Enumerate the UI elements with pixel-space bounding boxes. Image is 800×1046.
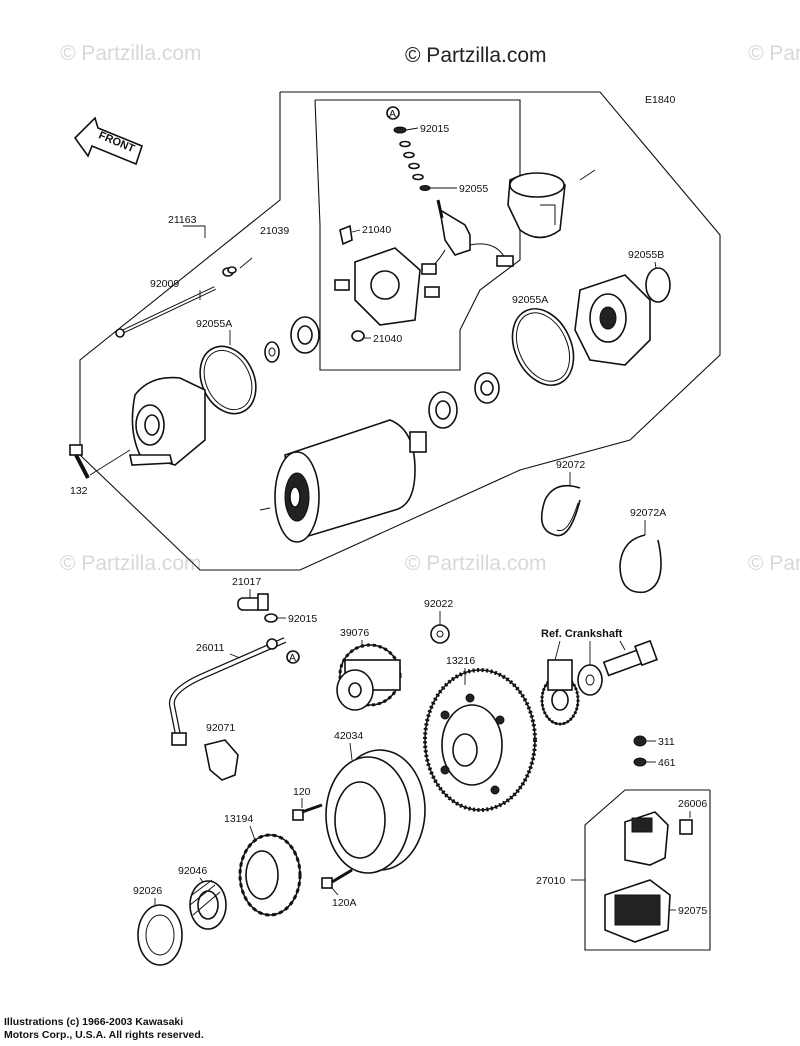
label-26011: 26011 xyxy=(196,642,225,654)
bearing-right xyxy=(474,372,500,404)
nut-21040-top xyxy=(339,224,353,246)
o-ring-92055b xyxy=(645,267,671,303)
label-92046: 92046 xyxy=(178,865,207,877)
o-ring-92055a-right xyxy=(511,308,575,386)
nut-311 xyxy=(633,735,647,747)
starter-relay-26006 xyxy=(624,811,693,866)
label-21017: 21017 xyxy=(232,576,261,588)
front-arrow-icon: FRONT xyxy=(73,116,143,166)
label-39076: 39076 xyxy=(340,627,369,639)
crankshaft-bolt xyxy=(602,639,658,677)
label-92055b: 92055B xyxy=(628,249,664,261)
starter-clutch-housing-42034 xyxy=(325,749,426,874)
diagram-code: E1840 xyxy=(645,94,676,106)
starter-assembly-outline xyxy=(79,91,721,571)
label-92072a: 92072A xyxy=(630,507,666,519)
copyright-line-1: Illustrations (c) 1966-2003 Kawasaki xyxy=(4,1016,184,1028)
crankshaft-gear xyxy=(540,659,580,726)
washer-461 xyxy=(633,757,647,767)
copyright-line-2: Motors Corp., U.S.A. All rights reserved… xyxy=(4,1029,204,1041)
small-washer-92009 xyxy=(222,266,237,277)
ref-a-marker-bottom: A xyxy=(286,650,300,664)
nut-92015 xyxy=(264,613,278,623)
ref-a-marker-top: A xyxy=(386,106,400,120)
label-27010: 27010 xyxy=(536,875,565,887)
label-21040-top: 21040 xyxy=(362,224,391,236)
label-92015-top: 92015 xyxy=(420,123,449,135)
label-311: 311 xyxy=(658,736,675,748)
rear-housing xyxy=(574,274,651,366)
bearing-mid xyxy=(428,391,458,429)
circlip-92072a xyxy=(619,534,662,594)
label-120a: 120A xyxy=(332,897,357,909)
label-92055a-right: 92055A xyxy=(512,294,548,306)
svg-text:A: A xyxy=(289,652,296,664)
watermark-top-left: © Partzilla.com xyxy=(60,42,202,65)
cap-92071 xyxy=(204,739,239,781)
label-21163: 21163 xyxy=(168,214,197,226)
end-cover-clip xyxy=(507,172,566,239)
svg-text:A: A xyxy=(389,108,396,120)
label-92022: 92022 xyxy=(424,598,453,610)
washer-left xyxy=(264,341,280,363)
label-92071: 92071 xyxy=(206,722,235,734)
relay-cover-92075 xyxy=(604,879,671,943)
label-21039: 21039 xyxy=(260,225,289,237)
label-92072: 92072 xyxy=(556,459,585,471)
label-92055a-left: 92055A xyxy=(196,318,232,330)
label-42034: 42034 xyxy=(334,730,363,742)
label-13216: 13216 xyxy=(446,655,475,667)
washer-92026 xyxy=(137,904,183,966)
terminal-21017 xyxy=(237,593,269,611)
o-ring-92055a-left xyxy=(199,345,257,415)
idle-gear-39076 xyxy=(336,643,402,711)
crankshaft-washer xyxy=(577,664,603,696)
starter-cable-26011 xyxy=(168,637,287,746)
watermark-top-right: © Partzilla.com xyxy=(748,42,800,65)
label-26006: 26006 xyxy=(678,798,707,810)
circlip-92072 xyxy=(540,484,581,537)
nut-21040-bottom xyxy=(351,330,365,342)
label-92009: 92009 xyxy=(150,278,179,290)
label-92055-top: 92055 xyxy=(459,183,488,195)
bearing-left xyxy=(290,316,320,354)
label-13194: 13194 xyxy=(224,813,253,825)
label-120: 120 xyxy=(293,786,311,798)
ref-crankshaft-label: Ref. Crankshaft xyxy=(541,628,623,640)
label-92075: 92075 xyxy=(678,905,707,917)
brush-holder xyxy=(334,199,514,326)
label-92026: 92026 xyxy=(133,885,162,897)
front-housing xyxy=(129,376,206,466)
washer-stack xyxy=(393,126,431,191)
watermark-main: © Partzilla.com xyxy=(405,44,547,67)
needle-bearing-92046 xyxy=(189,879,227,930)
label-132: 132 xyxy=(70,485,88,497)
watermark-mid-left: © Partzilla.com xyxy=(60,552,202,575)
relay-box-outline xyxy=(584,789,711,951)
bolt-132 xyxy=(69,444,90,479)
starter-clutch-13194 xyxy=(238,833,302,917)
label-461: 461 xyxy=(658,757,676,769)
copyright-notice: Illustrations (c) 1966-2003 Kawasaki Mot… xyxy=(4,1016,204,1042)
starter-yoke-armature xyxy=(274,419,427,543)
watermark-mid-center: © Partzilla.com xyxy=(405,552,547,575)
bolt-120 xyxy=(292,803,323,821)
washer-92022 xyxy=(430,624,450,644)
bolt-120a xyxy=(321,868,353,889)
watermark-mid-right: © Partzilla.com xyxy=(748,552,800,575)
label-92015-bottom: 92015 xyxy=(288,613,317,625)
brush-holder-outline xyxy=(314,99,521,371)
starter-gear-13216 xyxy=(423,668,537,812)
through-bolt-92009 xyxy=(115,286,216,338)
label-21040-bottom: 21040 xyxy=(373,333,402,345)
